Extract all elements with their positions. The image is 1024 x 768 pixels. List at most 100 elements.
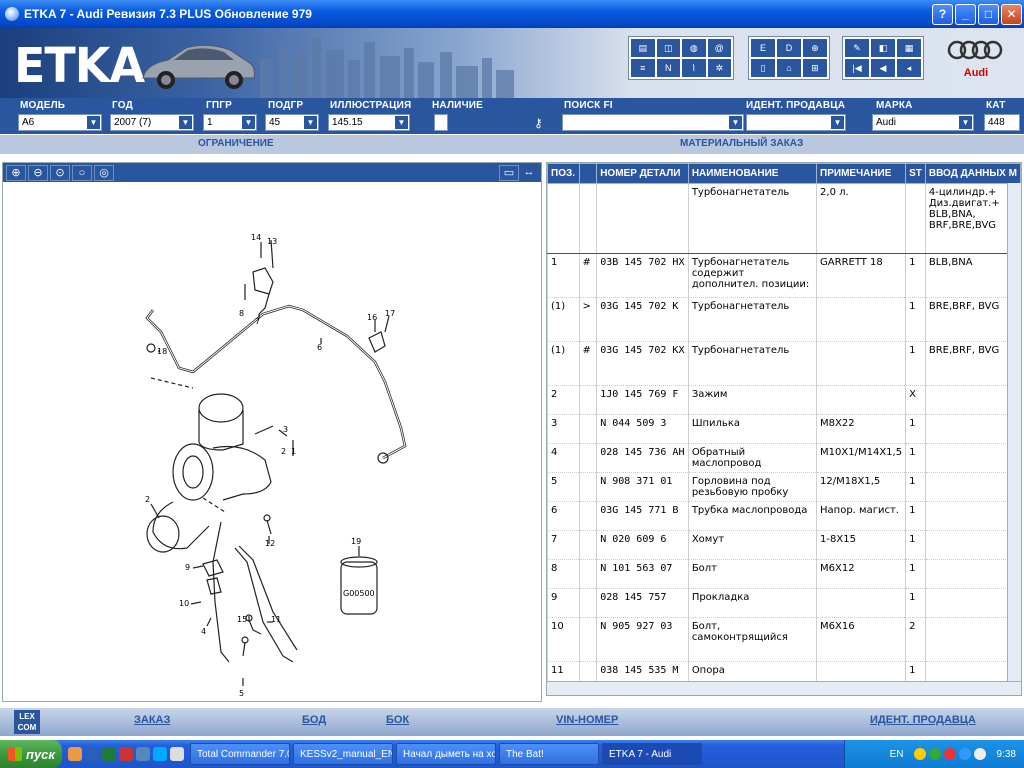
callout-13[interactable]: 13 — [267, 237, 277, 246]
page-icon[interactable]: ▦ — [897, 39, 921, 57]
make-select[interactable]: Audi▼ — [872, 114, 974, 131]
zoom-in-icon[interactable]: ⊕ — [6, 164, 26, 181]
callout-14[interactable]: 14 — [251, 233, 261, 242]
tray-icon[interactable] — [958, 748, 971, 760]
callout-1[interactable]: 1 — [291, 447, 296, 456]
back-icon[interactable]: ◂ — [897, 59, 921, 77]
mg-select[interactable]: 1▼ — [203, 114, 257, 131]
dealer-id-button[interactable]: ИДЕНТ. ПРОДАВЦА — [870, 714, 976, 726]
bok-button[interactable]: БОК — [386, 714, 410, 726]
chevron-down-icon[interactable]: ▼ — [395, 116, 408, 129]
callout-4[interactable]: 4 — [201, 627, 206, 636]
excel-icon[interactable] — [102, 747, 116, 761]
resize-arrows-icon[interactable]: ↔ — [523, 165, 535, 178]
horizontal-scrollbar[interactable] — [547, 681, 1021, 695]
explorer-icon[interactable] — [136, 747, 150, 761]
callout-6[interactable]: 6 — [317, 343, 322, 352]
tray-icon[interactable] — [928, 748, 941, 760]
media-icon[interactable] — [170, 747, 184, 761]
illustration-select[interactable]: 145.15▼ — [328, 114, 410, 131]
minimize-button[interactable]: _ — [955, 4, 976, 25]
list-icon[interactable]: ≡ — [631, 59, 655, 77]
material-order-tab[interactable]: МАТЕРИАЛЬНЫЙ ЗАКАЗ — [680, 138, 804, 149]
cart-icon[interactable]: ⊞ — [803, 59, 827, 77]
col-header-num[interactable]: НОМЕР ДЕТАЛИ — [596, 163, 689, 184]
callout-18[interactable]: 18 — [157, 347, 167, 356]
callout-12[interactable]: 12 — [265, 539, 275, 548]
year-select[interactable]: 2007 (7)▼ — [110, 114, 194, 131]
language-indicator[interactable]: EN — [889, 748, 904, 760]
print-icon[interactable]: ▤ — [631, 39, 655, 57]
chevron-down-icon[interactable]: ▼ — [304, 116, 317, 129]
zoom-area-icon[interactable]: ⊙ — [50, 164, 70, 181]
taskbar-button[interactable]: ETKA 7 - Audi — [602, 743, 702, 765]
callout-8[interactable]: 8 — [239, 309, 244, 318]
dealer-id-select[interactable]: ▼ — [746, 114, 846, 131]
callout-9[interactable]: 9 — [185, 563, 190, 572]
cart-add-icon[interactable]: ⊕ — [803, 39, 827, 57]
zoom-100-icon[interactable]: ○ — [72, 164, 92, 181]
chevron-down-icon[interactable]: ▼ — [242, 116, 255, 129]
taskbar-button[interactable]: The Bat! — [499, 743, 599, 765]
vin-button[interactable]: VIN-НОМЕР — [556, 714, 619, 726]
nora-icon[interactable]: N — [656, 59, 680, 77]
pages-icon[interactable]: ◧ — [871, 39, 895, 57]
catalog-field[interactable]: 448 — [984, 114, 1020, 131]
callout-2b[interactable]: 2 — [145, 495, 150, 504]
volume-icon[interactable] — [973, 748, 986, 760]
pin-icon[interactable]: ✎ — [845, 39, 869, 57]
col-header-data[interactable]: ВВОД ДАННЫХ М — [924, 163, 1021, 184]
callout-5[interactable]: 5 — [239, 689, 244, 698]
col-header-note[interactable]: ПРИМЕЧАНИЕ — [816, 163, 907, 184]
table-header-row[interactable]: Турбонагнетатель 2,0 л. 4-цилиндр.+ Диз.… — [547, 183, 1021, 254]
app-icon[interactable] — [5, 7, 19, 21]
start-button[interactable]: пуск — [0, 740, 62, 768]
elsa-icon[interactable]: E — [751, 39, 775, 57]
first-page-icon[interactable]: |◀ — [845, 59, 869, 77]
mail-icon[interactable]: @ — [707, 39, 731, 57]
zoom-fit-icon[interactable]: ◎ — [94, 164, 114, 181]
house-icon[interactable]: ⌂ — [777, 59, 801, 77]
col-header-name[interactable]: НАИМЕНОВАНИЕ — [687, 163, 818, 184]
search-select[interactable]: ▼ — [562, 114, 744, 131]
chevron-down-icon[interactable]: ▼ — [959, 116, 972, 129]
callout-15[interactable]: 15 — [237, 615, 247, 624]
tray-icon[interactable] — [913, 748, 926, 760]
help-button[interactable]: ? — [932, 4, 953, 25]
taskbar-button[interactable]: Начал дыметь на хо... — [396, 743, 496, 765]
tray-icon[interactable] — [943, 748, 956, 760]
globe-icon[interactable]: ◍ — [682, 39, 706, 57]
chart-icon[interactable]: ⌇ — [682, 59, 706, 77]
availability-checkbox[interactable] — [434, 114, 448, 131]
callout-11[interactable]: 11 — [271, 615, 281, 624]
order-button[interactable]: ЗАКАЗ — [134, 714, 171, 726]
parts-diagram[interactable]: 14 13 8 7 16 17 18 6 3 2 1 2 12 9 10 4 1… — [3, 182, 541, 700]
callout-17[interactable]: 17 — [385, 309, 395, 318]
callout-16[interactable]: 16 — [367, 313, 377, 322]
book-icon[interactable]: ◫ — [656, 39, 680, 57]
depot-icon[interactable]: D — [777, 39, 801, 57]
callout-3[interactable]: 3 — [283, 425, 288, 434]
restriction-tab[interactable]: ОГРАНИЧЕНИЕ — [198, 138, 274, 149]
layout-icon[interactable]: ▭ — [499, 164, 519, 181]
vertical-scrollbar[interactable] — [1007, 183, 1021, 683]
model-select[interactable]: A6▼ — [18, 114, 102, 131]
wheel-icon[interactable]: ✲ — [707, 59, 731, 77]
word-icon[interactable] — [85, 747, 99, 761]
taskbar-button[interactable]: KESSv2_manual_EN.... — [293, 743, 393, 765]
bod-button[interactable]: БОД — [302, 714, 327, 726]
zoom-out-icon[interactable]: ⊖ — [28, 164, 48, 181]
chevron-down-icon[interactable]: ▼ — [179, 116, 192, 129]
col-header-pos[interactable]: ПОЗ. — [547, 163, 580, 184]
